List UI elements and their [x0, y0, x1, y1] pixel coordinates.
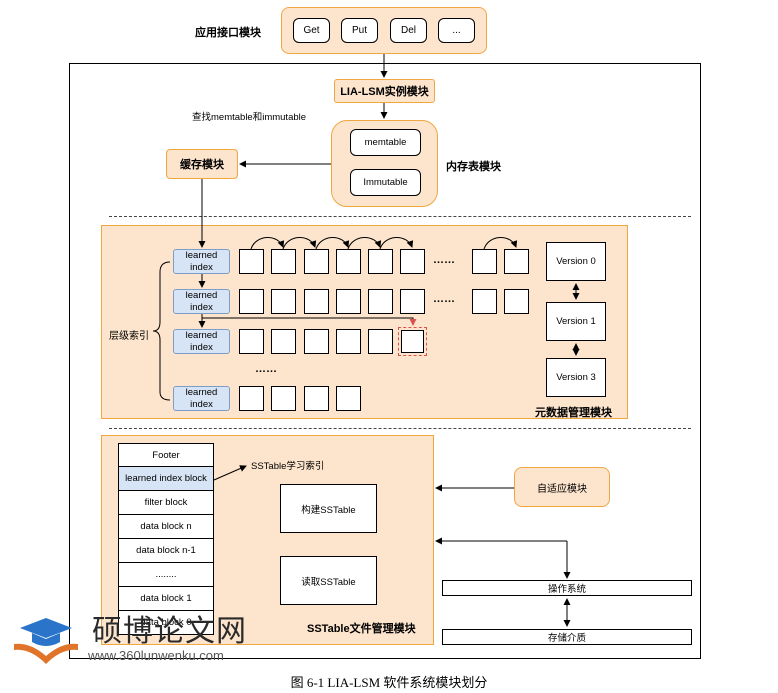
learned-index-l0: learned index — [173, 249, 230, 274]
version-0: Version 0 — [546, 242, 606, 281]
learned-index-l2: learned index — [173, 329, 230, 354]
target-sst-block — [398, 327, 427, 356]
sst-block — [239, 249, 264, 274]
sst-data-block-0: data block 0 — [118, 611, 214, 635]
sst-block-ellipsis: ........ — [118, 563, 214, 587]
vertical-ellipsis: …… — [255, 363, 277, 375]
storage-layer: 存储介质 — [442, 629, 692, 645]
version-3: Version 3 — [546, 358, 606, 397]
sst-block — [336, 386, 361, 411]
sst-block — [368, 329, 393, 354]
memtable-box: memtable — [350, 129, 421, 156]
sst-footer: Footer — [118, 443, 214, 467]
sst-block — [368, 289, 393, 314]
sst-block — [472, 289, 497, 314]
watermark-url: www.360lunwenku.com — [88, 648, 224, 663]
sst-block — [336, 289, 361, 314]
adaptive-module: 自适应模块 — [514, 467, 610, 507]
metadata-module-title: 元数据管理模块 — [535, 407, 612, 419]
sst-data-block-n: data block n — [118, 515, 214, 539]
sst-block — [304, 329, 329, 354]
sst-block — [400, 289, 425, 314]
sst-block — [304, 386, 329, 411]
immutable-box: Immutable — [350, 169, 421, 196]
sst-block — [336, 249, 361, 274]
cache-module: 缓存模块 — [166, 149, 238, 179]
sst-block — [304, 249, 329, 274]
sst-block — [400, 249, 425, 274]
figure-caption: 图 6-1 LIA-LSM 软件系统模块划分 — [290, 675, 488, 690]
sst-data-block-1: data block 1 — [118, 587, 214, 611]
more-button[interactable]: ... — [438, 18, 475, 43]
os-layer: 操作系统 — [442, 580, 692, 596]
sst-block — [239, 329, 264, 354]
sst-block — [271, 249, 296, 274]
learned-index-ln: learned index — [173, 386, 230, 411]
read-sstable-box: 读取SSTable — [280, 556, 377, 605]
row-ellipsis-1: …… — [433, 293, 455, 305]
put-button[interactable]: Put — [341, 18, 378, 43]
sst-block — [271, 386, 296, 411]
system-frame — [69, 63, 701, 659]
sst-block — [504, 289, 529, 314]
separator-top — [109, 216, 691, 217]
row-ellipsis-0: …… — [433, 254, 455, 266]
memtable-module-title: 内存表模块 — [446, 161, 501, 173]
sst-block — [472, 249, 497, 274]
instance-module: LIA-LSM实例模块 — [334, 79, 435, 103]
lookup-note: 查找memtable和immutable — [192, 112, 307, 123]
sst-block — [504, 249, 529, 274]
level-index-label: 层级索引 — [109, 331, 149, 342]
watermark-brand: 硕博论文网 — [92, 615, 247, 648]
app-interface-title: 应用接口模块 — [195, 27, 261, 39]
version-1: Version 1 — [546, 302, 606, 341]
sst-block — [271, 329, 296, 354]
sst-block — [304, 289, 329, 314]
sst-block-target-inner — [401, 330, 424, 353]
sst-block — [368, 249, 393, 274]
sstable-module-title: SSTable文件管理模块 — [307, 623, 416, 635]
build-sstable-box: 构建SSTable — [280, 484, 377, 533]
sst-block — [239, 289, 264, 314]
sst-block — [239, 386, 264, 411]
sst-block — [336, 329, 361, 354]
get-button[interactable]: Get — [293, 18, 330, 43]
learned-index-l1: learned index — [173, 289, 230, 314]
sstable-learn-index-note: SSTable学习索引 — [251, 461, 325, 472]
sst-filter-block: filter block — [118, 491, 214, 515]
sst-learned-index-block: learned index block — [118, 467, 214, 491]
separator-bottom — [109, 428, 691, 429]
del-button[interactable]: Del — [390, 18, 427, 43]
watermark-logo — [14, 618, 78, 664]
sst-data-block-n-1: data block n-1 — [118, 539, 214, 563]
sst-block — [271, 289, 296, 314]
